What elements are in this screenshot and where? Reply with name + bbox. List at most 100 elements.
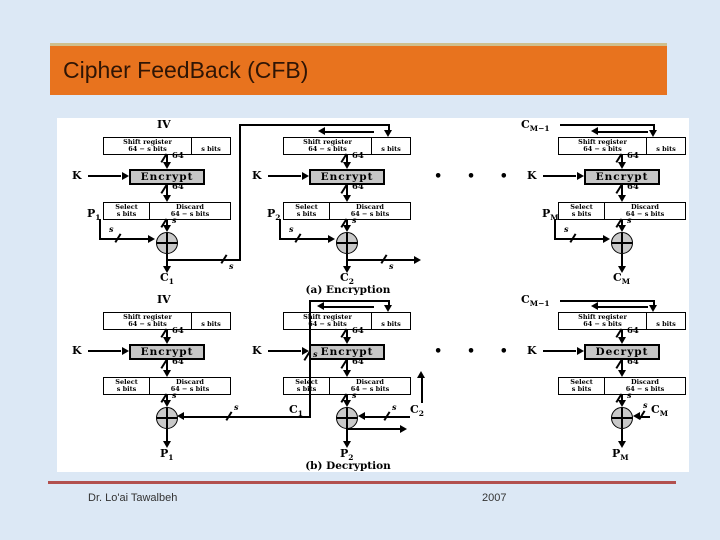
s-label: s	[352, 215, 357, 225]
shift-register-right: s bits	[201, 320, 221, 328]
connector	[621, 395, 623, 402]
title-accent-line	[50, 43, 667, 46]
connector	[346, 429, 348, 443]
select-bits: s bits	[571, 385, 592, 393]
arrowhead	[318, 127, 325, 135]
connector	[346, 220, 348, 227]
arrowhead	[649, 130, 657, 137]
arrowhead	[163, 162, 171, 169]
connector	[346, 360, 348, 370]
select-label: Select	[570, 203, 593, 211]
discard-bits: 64 − s bits	[625, 385, 665, 393]
arrowhead	[591, 127, 598, 135]
plaintext-pm-out-label: PM	[612, 447, 629, 463]
shift-register-title: Shift register	[303, 313, 352, 321]
s-label: s	[289, 224, 294, 234]
arrowhead	[618, 337, 626, 344]
feedback-line	[309, 300, 390, 302]
discard-bits: 64 − s bits	[350, 385, 390, 393]
shift-register-left: 64 − s bits	[128, 320, 167, 328]
discard-bits: 64 − s bits	[625, 210, 665, 218]
feedback-line	[560, 124, 655, 126]
arrowhead	[649, 305, 657, 312]
shift-register-title: Shift register	[123, 138, 172, 146]
arrowhead	[163, 225, 171, 232]
encrypt-box: Encrypt	[129, 169, 205, 185]
s-label: s	[392, 402, 397, 412]
arrowhead	[343, 337, 351, 344]
arrowhead	[577, 347, 584, 355]
encrypt-box: Encrypt	[309, 344, 385, 360]
arrowhead	[618, 225, 626, 232]
shift-register-left: 64 − s bits	[128, 145, 167, 153]
ciphertext-cm-label: CM	[613, 271, 631, 287]
connector	[621, 155, 623, 164]
footer-divider-line	[48, 481, 676, 484]
arrowhead	[414, 256, 421, 264]
connector	[166, 395, 168, 402]
arrowhead	[358, 412, 365, 420]
arrowhead	[384, 305, 392, 312]
s-label: s	[234, 402, 239, 412]
feedback-line	[239, 124, 390, 126]
arrowhead	[343, 400, 351, 407]
footer-year: 2007	[482, 492, 507, 504]
s-label: s	[313, 349, 318, 359]
bus-width-label: 64	[627, 357, 639, 367]
shift-register-left: 64 − s bits	[583, 145, 622, 153]
connector	[621, 330, 623, 339]
plaintext-p1-label: P1	[87, 207, 101, 223]
ellipsis-dec: • • •	[434, 344, 510, 359]
ciphertext-c1-label: C1	[160, 271, 174, 287]
s-label: s	[172, 215, 177, 225]
arrowhead	[577, 172, 584, 180]
connector	[166, 254, 168, 268]
arrowhead	[163, 337, 171, 344]
bus-width-label: 64	[172, 151, 184, 161]
encrypt-box: Encrypt	[129, 344, 205, 360]
ciphertext-cm-in-label: CM	[651, 403, 669, 419]
shift-register-right: s bits	[381, 320, 401, 328]
decryption-caption: (b) Decryption	[305, 460, 391, 472]
connector	[554, 238, 603, 240]
arrowhead	[343, 195, 351, 202]
arrowhead	[317, 302, 324, 310]
connector	[268, 350, 301, 352]
select-bits: s bits	[116, 385, 137, 393]
feedback-line	[421, 378, 423, 403]
discard-label: Discard	[356, 203, 384, 211]
connector	[99, 238, 148, 240]
shift-register-right: s bits	[381, 145, 401, 153]
select-label: Select	[115, 378, 138, 386]
shift-direction-line	[325, 131, 374, 133]
shift-register-right: s bits	[201, 145, 221, 153]
ellipsis-enc: • • •	[434, 169, 510, 184]
shift-register-right: s bits	[656, 145, 676, 153]
connector	[99, 219, 101, 240]
arrowhead	[603, 235, 610, 243]
xor-node	[611, 232, 633, 254]
arrowhead	[618, 400, 626, 407]
footer-author: Dr. Lo'ai Tawalbeh	[88, 492, 178, 504]
s-label: s	[389, 261, 394, 271]
ciphertext-cm1-label-dec: CM−1	[521, 293, 550, 309]
connector	[621, 254, 623, 268]
arrowhead	[163, 266, 171, 273]
key-label: K	[252, 344, 262, 357]
bus-width-label: 64	[172, 357, 184, 367]
bus-width-label: 64	[352, 182, 364, 192]
xor-node	[336, 232, 358, 254]
iv-label-dec: IV	[157, 293, 171, 306]
discard-label: Discard	[176, 378, 204, 386]
connector	[184, 416, 311, 418]
connector	[346, 395, 348, 402]
arrowhead	[122, 347, 129, 355]
connector	[88, 175, 121, 177]
discard-label: Discard	[631, 203, 659, 211]
encrypt-box: Encrypt	[309, 169, 385, 185]
shift-register-left: 64 − s bits	[308, 320, 347, 328]
